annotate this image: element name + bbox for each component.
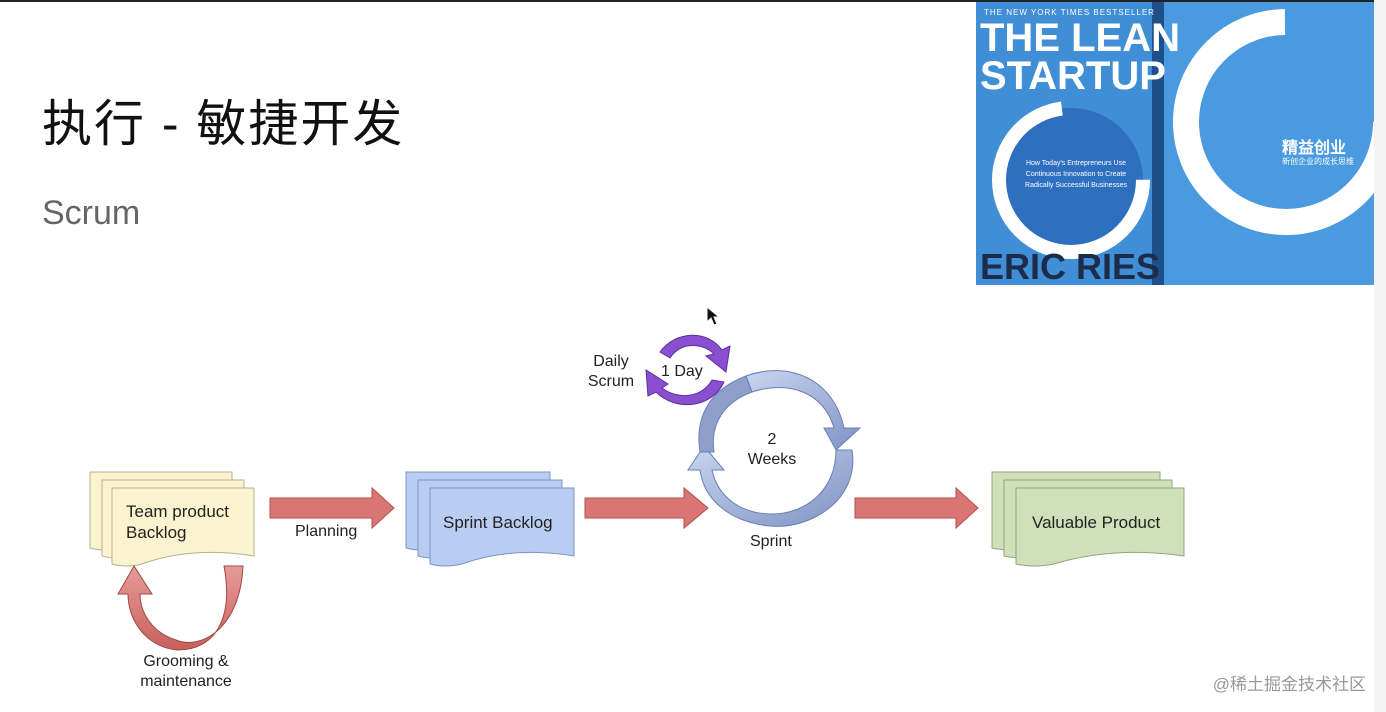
slide-subtitle: Scrum: [42, 194, 141, 232]
book-tagline: How Today's Entrepreneurs Use Continuous…: [1025, 160, 1127, 189]
daily-scrum-label: Daily Scrum: [587, 353, 635, 390]
watermark: @稀土掘金技术社区: [1212, 675, 1366, 694]
sprint-cycle-arrows: [687, 370, 862, 527]
valuable-product-label: Valuable Product: [1032, 513, 1161, 532]
grooming-label: Grooming & maintenance: [140, 653, 232, 690]
sprint-backlog-doc-stack: [405, 471, 575, 567]
two-weeks-label: 2 Weeks: [747, 431, 797, 468]
book-author: ERIC RIES: [980, 246, 1161, 285]
planning-label: Planning: [295, 523, 358, 540]
valuable-product-doc-stack: [991, 471, 1185, 567]
to-product-arrow: [854, 486, 979, 530]
sprint-label: Sprint: [750, 533, 792, 550]
book-bestseller: THE NEW YORK TIMES BESTSELLER: [984, 8, 1155, 17]
team-backlog-doc-stack: [89, 471, 255, 567]
to-sprint-arrow: [584, 486, 709, 530]
daily-scrum-cycle-arrows: [645, 334, 731, 406]
book-cn-title: 精益创业: [1282, 140, 1347, 157]
book-title-line2: STARTUP: [980, 54, 1166, 98]
book-cover-image: THE NEW YORK TIMES BESTSELLER THE LEAN S…: [976, 2, 1374, 285]
sprint-backlog-label: Sprint Backlog: [443, 513, 553, 532]
screen-top-border: [0, 0, 1386, 2]
mouse-cursor-icon: [706, 305, 721, 331]
team-backlog-label: Team product Backlog: [126, 502, 229, 542]
grooming-loop-arrow: [117, 565, 244, 651]
slide-title: 执行 - 敏捷开发: [42, 96, 405, 152]
book-title-line1: THE LEAN: [980, 16, 1180, 60]
one-day-label: 1 Day: [661, 363, 703, 380]
planning-arrow: [269, 486, 395, 530]
book-cn-subtitle: 新创企业的成长思维: [1282, 157, 1354, 166]
screen-right-edge: [1374, 0, 1386, 712]
